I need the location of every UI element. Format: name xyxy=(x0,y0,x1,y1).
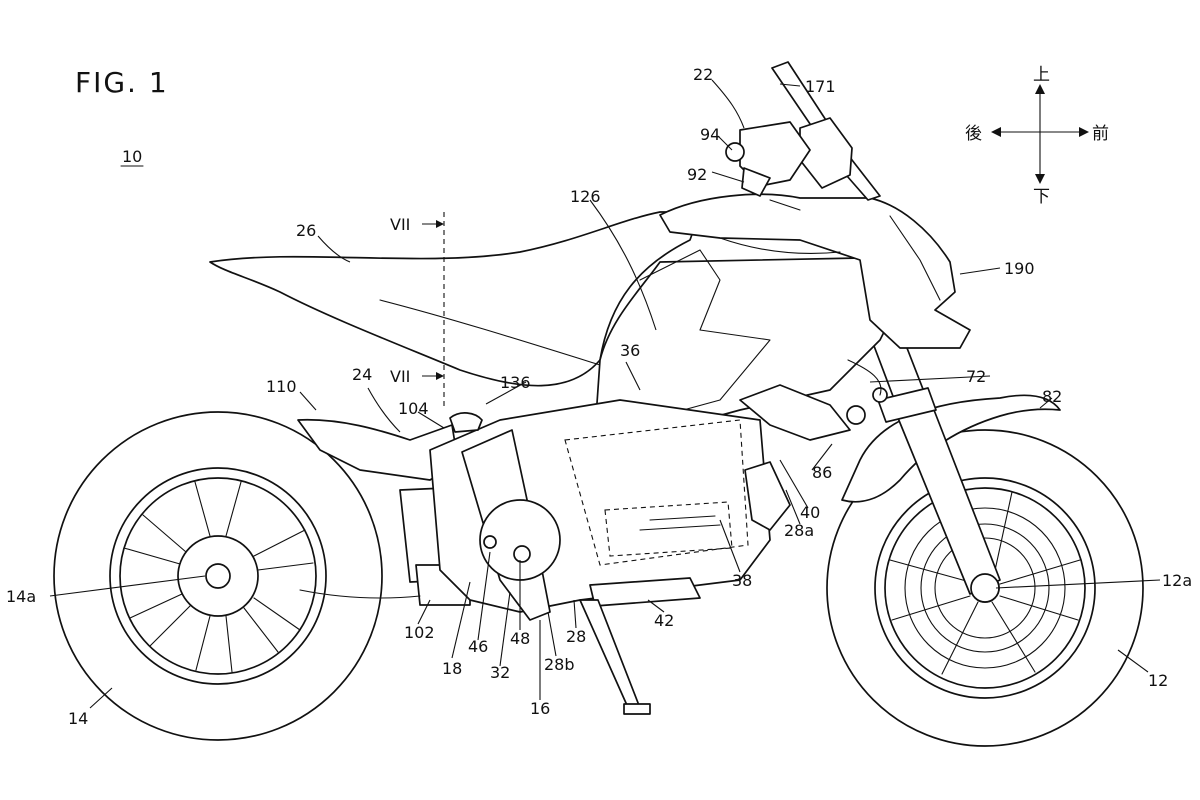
ref-label: 14 xyxy=(68,709,88,728)
ref-label: 22 xyxy=(693,65,713,84)
ref-label: 24 xyxy=(352,365,372,384)
reference-labels: 22 171 94 92 126 26 190 36 136 72 82 110… xyxy=(6,65,1192,728)
ref-label: 40 xyxy=(800,503,820,522)
ref-label: 18 xyxy=(442,659,462,678)
ref-label: 86 xyxy=(812,463,832,482)
ref-label: 92 xyxy=(687,165,707,184)
ref-label: 12 xyxy=(1148,671,1168,690)
ref-label: 48 xyxy=(510,629,530,648)
arrow-up-icon xyxy=(1035,84,1045,94)
section-marker-bottom: VII xyxy=(390,367,410,386)
figure-title: FIG. 1 xyxy=(75,66,169,99)
ref-label: 28b xyxy=(544,655,575,674)
leader-lines xyxy=(49,79,1161,709)
ref-label: 72 xyxy=(966,367,986,386)
ref-label: 104 xyxy=(398,399,429,418)
ref-label: 171 xyxy=(805,77,836,96)
section-marker-top: VII xyxy=(390,215,410,234)
ref-label: 136 xyxy=(500,373,531,392)
ref-label: 26 xyxy=(296,221,316,240)
ref-label: 14a xyxy=(6,587,36,606)
rear-lamp-136 xyxy=(449,412,483,433)
ref-label: 42 xyxy=(654,611,674,630)
cowl-detail-2 xyxy=(719,237,841,255)
side-stand xyxy=(579,599,651,715)
direction-down-label: 下 xyxy=(1033,187,1050,207)
direction-front-label: 前 xyxy=(1092,124,1109,144)
ref-label: 126 xyxy=(570,187,601,206)
vehicle-ref-label: 10 xyxy=(122,147,142,166)
ref-label: 82 xyxy=(1042,387,1062,406)
tank-cover-inner xyxy=(609,249,771,431)
ref-label: 16 xyxy=(530,699,550,718)
direction-up-label: 上 xyxy=(1033,65,1050,85)
ref-label: 102 xyxy=(404,623,435,642)
section-line-vii: VII VII xyxy=(390,212,445,410)
ref-label: 32 xyxy=(490,663,510,682)
ref-label: 38 xyxy=(732,571,752,590)
ref-label: 190 xyxy=(1004,259,1035,278)
ref-label: 28 xyxy=(566,627,586,646)
front-fender xyxy=(841,394,1061,503)
seat-line xyxy=(379,299,601,366)
arrow-left-icon xyxy=(991,127,1001,137)
ref-label: 110 xyxy=(266,377,297,396)
direction-legend: 上 下 後 前 xyxy=(965,65,1109,207)
arrow-right-icon xyxy=(1079,127,1089,137)
arrow-down-icon xyxy=(1035,174,1045,184)
cowl-detail xyxy=(889,215,941,301)
seat-26 xyxy=(209,211,701,387)
ref-label: 12a xyxy=(1162,571,1192,590)
direction-rear-label: 後 xyxy=(965,124,982,144)
ref-label: 36 xyxy=(620,341,640,360)
handlebar-assembly xyxy=(725,61,881,211)
power-unit xyxy=(429,359,888,621)
rear-wheel xyxy=(53,411,383,741)
ref-label: 94 xyxy=(700,125,720,144)
ref-label: 46 xyxy=(468,637,488,656)
front-cowl-190 xyxy=(659,193,971,349)
ref-label: 28a xyxy=(784,521,814,540)
